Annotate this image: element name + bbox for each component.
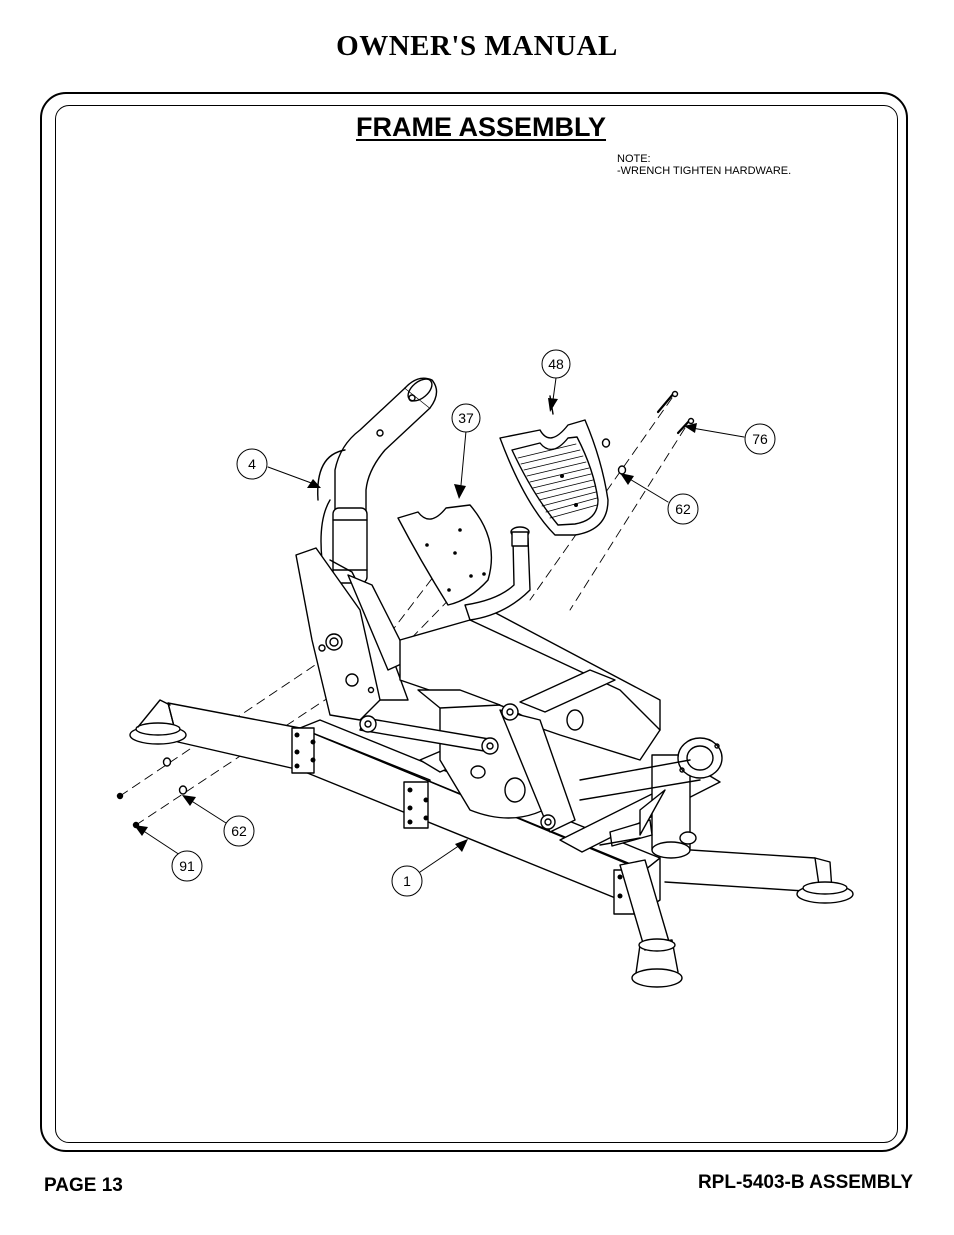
- hardware: [116, 390, 695, 829]
- callout-1: 1: [391, 865, 423, 897]
- callout-leaders: [141, 377, 745, 873]
- callout-91: 91: [171, 850, 203, 882]
- callout-arrowheads: [134, 398, 697, 852]
- callout-37: 37: [451, 403, 481, 433]
- callout-91-text: 91: [179, 858, 195, 874]
- callout-1-text: 1: [403, 873, 411, 889]
- callout-48-text: 48: [548, 356, 564, 372]
- foot-plate: [499, 395, 609, 536]
- outer-page-border: [40, 92, 908, 1152]
- callout-37-text: 37: [458, 410, 474, 426]
- callout-48: 48: [541, 349, 571, 379]
- callout-62-left: 62: [223, 815, 255, 847]
- note-heading: NOTE:: [617, 153, 651, 165]
- inner-page-border: [55, 105, 898, 1143]
- page-number: PAGE 13: [44, 1175, 123, 1196]
- upright-frame: [295, 377, 438, 721]
- callout-76: 76: [744, 423, 776, 455]
- section-title: FRAME ASSEMBLY: [355, 112, 607, 142]
- manual-title: OWNER'S MANUAL: [336, 30, 618, 62]
- back-pad-plate: [397, 504, 493, 606]
- assembly-note: NOTE: -WRENCH TIGHTEN HARDWARE.: [617, 153, 791, 177]
- callout-62-top-text: 62: [675, 501, 691, 517]
- callout-bubbles: 48 37 76 4 62 62 91 1: [171, 349, 776, 897]
- model-label: RPL-5403-B ASSEMBLY: [697, 1172, 913, 1193]
- callout-4-text: 4: [248, 456, 256, 472]
- callout-76-text: 76: [752, 431, 768, 447]
- carriage-assembly: [359, 526, 701, 846]
- callout-62-left-text: 62: [231, 823, 247, 839]
- callout-4: 4: [236, 448, 268, 480]
- note-text: -WRENCH TIGHTEN HARDWARE.: [617, 165, 792, 177]
- callout-62-top: 62: [667, 493, 699, 525]
